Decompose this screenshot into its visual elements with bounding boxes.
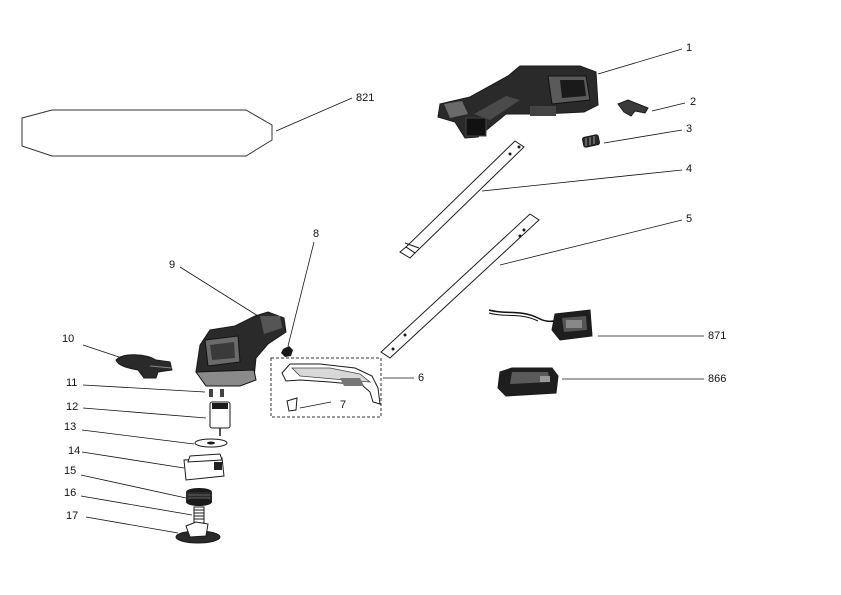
label-11: 11 <box>66 377 77 389</box>
part-9-motor-housing <box>195 311 287 387</box>
label-821: 821 <box>356 92 374 104</box>
label-16: 16 <box>64 487 76 499</box>
label-2: 2 <box>690 96 696 108</box>
part-1-handle <box>437 65 599 139</box>
label-7: 7 <box>340 399 346 411</box>
label-1: 1 <box>686 42 692 54</box>
part-8-nut <box>281 346 293 357</box>
label-14: 14 <box>68 445 80 457</box>
label-5: 5 <box>686 213 692 225</box>
label-15: 15 <box>64 465 76 477</box>
part-5-lower-tube <box>380 213 540 359</box>
label-9: 9 <box>169 259 175 271</box>
part-15-spool <box>186 488 212 506</box>
part-4-upper-tube <box>399 140 525 259</box>
part-3-switch <box>582 134 600 148</box>
label-871: 871 <box>708 330 726 342</box>
label-12: 12 <box>66 401 78 413</box>
part-13-washer <box>194 438 228 448</box>
guard-assembly-box <box>270 357 382 418</box>
label-3: 3 <box>686 123 692 135</box>
part-821-label-plate <box>21 109 273 157</box>
label-6: 6 <box>418 372 424 384</box>
label-4: 4 <box>686 163 692 175</box>
part-2-trigger <box>617 99 649 117</box>
part-871-charger <box>488 309 593 341</box>
part-7-screw <box>286 397 298 412</box>
part-14-spool-housing <box>183 453 225 481</box>
part-6-guard <box>281 363 381 405</box>
part-866-battery <box>497 367 559 397</box>
label-10: 10 <box>62 333 74 345</box>
part-11-screws <box>209 389 224 397</box>
label-8: 8 <box>313 228 319 240</box>
label-17: 17 <box>66 510 78 522</box>
part-17-spool-cap <box>175 521 221 544</box>
label-866: 866 <box>708 373 726 385</box>
label-13: 13 <box>64 421 76 433</box>
part-12-motor <box>209 401 231 436</box>
part-10-edging-guide <box>115 354 173 379</box>
part-16-spring <box>193 506 205 524</box>
